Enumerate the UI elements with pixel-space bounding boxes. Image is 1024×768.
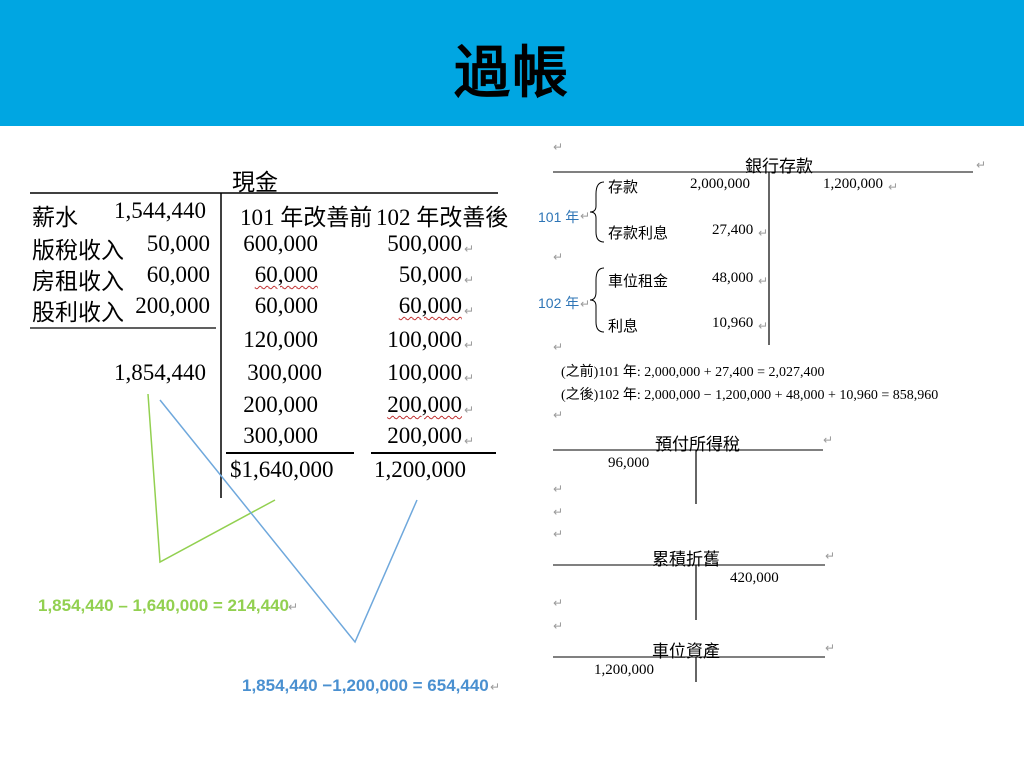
return-mark: ↵	[464, 273, 475, 287]
return-mark: ↵	[758, 274, 769, 288]
bank-credit-amount: 1,200,000	[823, 176, 883, 192]
row-label: 房租收入	[32, 269, 124, 294]
return-mark: ↵	[976, 158, 987, 172]
formula-blue: 1,854,440 −1,200,000 = 654,440	[242, 676, 489, 695]
return-mark: ↵	[553, 408, 564, 422]
row-amount: 60,000	[146, 262, 210, 287]
calc-after: (之後)102 年: 2,000,000 − 1,200,000 + 48,00…	[561, 388, 939, 403]
row-after: 100,000	[387, 327, 462, 352]
return-mark: ↵	[553, 619, 564, 633]
bank-interest-dep-amount: 27,400	[712, 222, 754, 238]
return-mark: ↵	[553, 250, 564, 264]
return-mark: ↵	[825, 549, 836, 563]
row-label: 股利收入	[32, 300, 124, 325]
cash-heading: 現金	[232, 170, 278, 195]
cash-col-before: 101 年改善前	[240, 205, 373, 230]
return-mark: ↵	[553, 340, 564, 354]
bank-interest-dep-label: 存款利息	[608, 226, 669, 242]
return-mark: ↵	[464, 304, 475, 318]
prepaid-heading: 預付所得稅	[655, 435, 740, 454]
row-after: 50,000	[398, 262, 462, 287]
row-before: 60,000	[254, 293, 318, 318]
return-mark: ↵	[758, 226, 769, 240]
row-after: 500,000	[387, 231, 462, 256]
return-mark: ↵	[464, 403, 475, 417]
bank-interest-amount: 10,960	[712, 315, 754, 331]
return-mark: ↵	[553, 527, 564, 541]
row-after: 100,000	[387, 360, 462, 385]
slide-title: 過帳	[454, 43, 570, 105]
row-amount: 200,000	[135, 293, 210, 318]
return-mark: ↵	[490, 680, 501, 694]
return-mark: ↵	[464, 371, 475, 385]
return-mark: ↵	[464, 338, 475, 352]
cash-col-after: 102 年改善後	[376, 205, 509, 230]
return-mark: ↵	[580, 209, 591, 223]
row-before: 300,000	[247, 360, 322, 385]
row-after: 200,000	[387, 392, 462, 417]
return-mark: ↵	[580, 297, 591, 311]
formula-green: 1,854,440 – 1,640,000 = 214,440	[38, 596, 289, 615]
return-mark: ↵	[288, 600, 299, 614]
row-label: 版稅收入	[32, 238, 124, 263]
row-amount: 1,544,440	[114, 198, 206, 223]
return-mark: ↵	[825, 641, 836, 655]
row-amount: 50,000	[146, 231, 210, 256]
prepaid-amount: 96,000	[608, 455, 650, 471]
return-mark: ↵	[888, 180, 899, 194]
row-before: 200,000	[243, 392, 318, 417]
return-mark: ↵	[464, 434, 475, 448]
return-mark: ↵	[553, 505, 564, 519]
row-label: 薪水	[32, 205, 78, 230]
total-before: $1,640,000	[230, 457, 334, 482]
calc-before: (之前)101 年: 2,000,000 + 27,400 = 2,027,40…	[561, 365, 825, 380]
total-after: 1,200,000	[374, 457, 466, 482]
depr-amount: 420,000	[730, 570, 779, 586]
title-banner	[0, 0, 1024, 126]
left-total: 1,854,440	[114, 360, 206, 385]
bank-deposit-label: 存款	[608, 180, 639, 196]
parking-asset-amount: 1,200,000	[594, 662, 654, 678]
return-mark: ↵	[553, 482, 564, 496]
parking-asset-heading: 車位資產	[652, 642, 720, 661]
bank-parking-amount: 48,000	[712, 270, 754, 286]
row-after: 60,000	[398, 293, 462, 318]
bank-parking-label: 車位租金	[608, 274, 669, 290]
row-before: 600,000	[243, 231, 318, 256]
row-before: 120,000	[243, 327, 318, 352]
return-mark: ↵	[489, 210, 500, 224]
bank-deposit-amount: 2,000,000	[690, 176, 750, 192]
return-mark: ↵	[464, 242, 475, 256]
return-mark: ↵	[553, 140, 564, 154]
row-after: 200,000	[387, 423, 462, 448]
row-before: 60,000	[254, 262, 318, 287]
depr-heading: 累積折舊	[652, 550, 720, 569]
bank-interest-label: 利息	[608, 319, 639, 335]
return-mark: ↵	[553, 596, 564, 610]
row-before: 300,000	[243, 423, 318, 448]
return-mark: ↵	[758, 319, 769, 333]
return-mark: ↵	[823, 433, 834, 447]
year-101-label: 101 年	[538, 209, 580, 225]
bank-heading: 銀行存款	[745, 157, 813, 176]
year-102-label: 102 年	[538, 295, 580, 311]
